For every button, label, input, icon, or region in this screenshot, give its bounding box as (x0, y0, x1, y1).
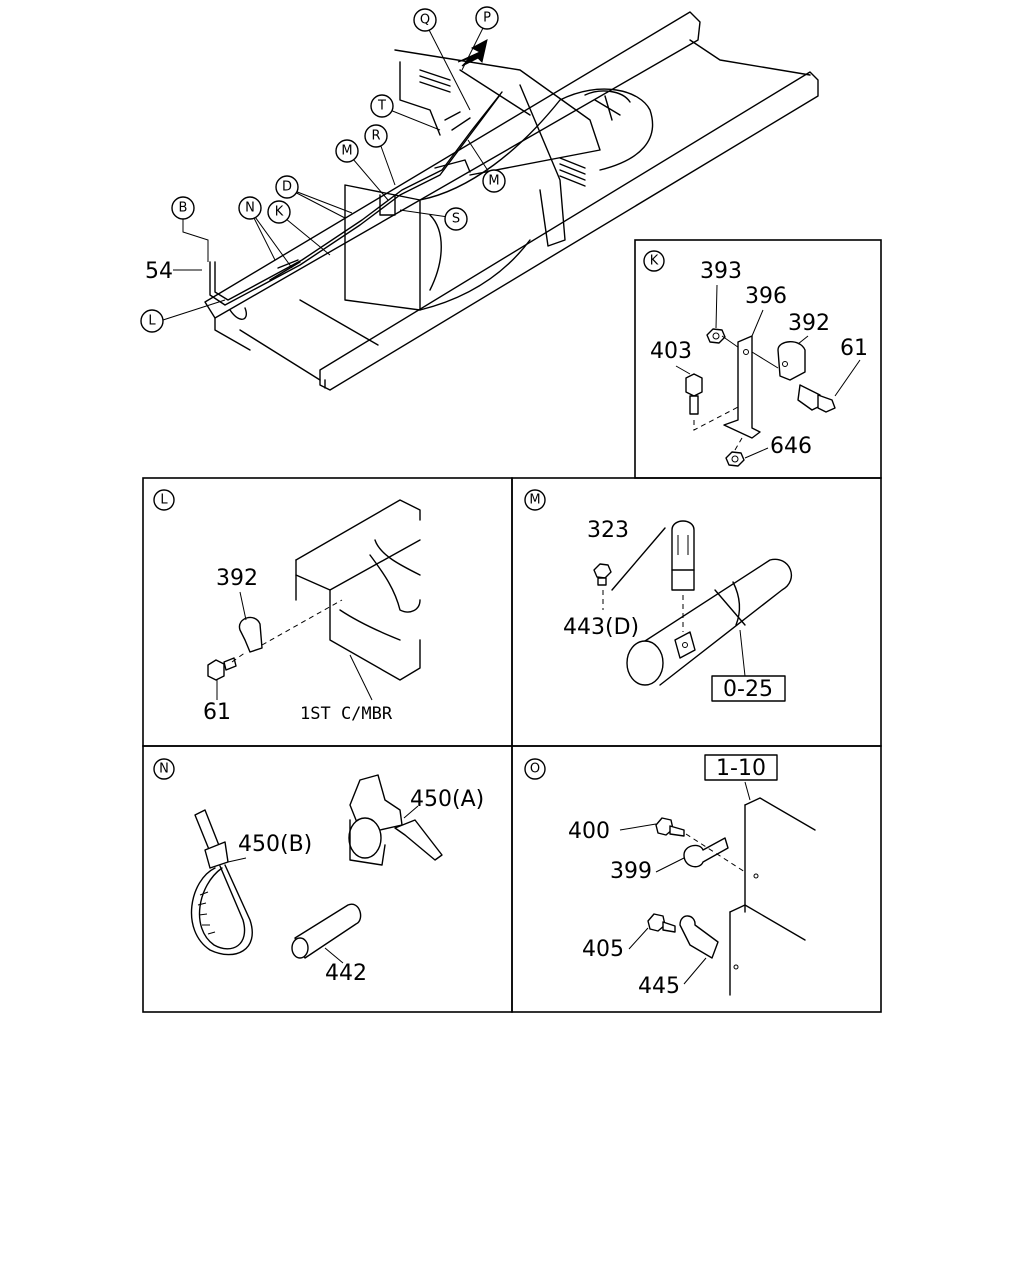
svg-text:N: N (245, 201, 255, 216)
panel-L-part-392: 392 (216, 566, 258, 591)
panel-L-part-61: 61 (203, 700, 231, 725)
panel-M-part-323: 323 (587, 518, 629, 543)
callout-S: S (444, 207, 468, 231)
callout-T: T (370, 94, 394, 118)
part-54-label: 54 (145, 259, 173, 284)
panel-M-ref-0-25: 0-25 (723, 677, 773, 702)
svg-text:Q: Q (420, 13, 430, 28)
panel-O-part-399: 399 (610, 859, 652, 884)
panel-K-part-61: 61 (840, 336, 868, 361)
panel-K-part-646: 646 (770, 434, 812, 459)
panel-O-part-445: 445 (638, 974, 680, 999)
panel-K: K 393 396 392 403 61 646 (643, 250, 868, 467)
panel-L-letter: L (160, 493, 168, 508)
panel-K-letter: K (650, 254, 659, 269)
callout-K: K (267, 200, 291, 224)
panel-O-frame (511, 745, 882, 1013)
callout-Q: Q (413, 8, 437, 32)
svg-text:R: R (371, 129, 380, 144)
panel-O: O 400 399 405 445 1-10 (524, 754, 816, 999)
panel-M-letter: M (529, 493, 540, 508)
callout-P: P (475, 6, 499, 30)
panel-N-part-450B: 450(B) (238, 832, 312, 857)
panel-N-part-442: 442 (325, 961, 367, 986)
panel-O-letter: O (530, 762, 540, 777)
panel-O-part-405: 405 (582, 937, 624, 962)
svg-text:B: B (179, 201, 188, 216)
panel-O-part-400: 400 (568, 819, 610, 844)
callout-M-2: M (482, 169, 506, 193)
svg-text:T: T (377, 99, 386, 114)
panel-K-part-392: 392 (788, 311, 830, 336)
panel-M-part-443D: 443(D) (563, 615, 639, 640)
svg-text:K: K (275, 205, 284, 220)
svg-text:M: M (341, 144, 352, 159)
svg-text:M: M (488, 174, 499, 189)
panel-N-letter: N (159, 762, 169, 777)
panel-M: M 323 443(D) 0-25 (524, 489, 793, 702)
panel-K-part-396: 396 (745, 284, 787, 309)
svg-text:P: P (483, 11, 491, 26)
callout-R: R (364, 124, 388, 148)
panel-K-part-403: 403 (650, 339, 692, 364)
callout-N: N (238, 196, 262, 220)
callout-D: D (275, 175, 299, 199)
panel-O-ref-1-10: 1-10 (716, 756, 766, 781)
panel-N: N 450(A) 450(B) 442 (153, 758, 484, 986)
chassis-overview (162, 11, 819, 391)
svg-text:L: L (148, 314, 156, 329)
panel-L-note-1st-cmbr: 1ST C/MBR (300, 704, 393, 724)
panel-L: L 392 61 1ST C/MBR (153, 489, 421, 725)
panel-M-frame (511, 477, 882, 747)
panel-M-ref-box (711, 675, 786, 702)
callout-L: L (140, 309, 164, 333)
svg-text:S: S (452, 212, 460, 227)
callout-M-1: M (335, 139, 359, 163)
panel-K-part-393: 393 (700, 259, 742, 284)
svg-text:D: D (282, 180, 292, 195)
panel-O-ref-box (704, 754, 778, 781)
callout-B: B (171, 196, 195, 220)
panel-N-part-450A: 450(A) (410, 787, 484, 812)
